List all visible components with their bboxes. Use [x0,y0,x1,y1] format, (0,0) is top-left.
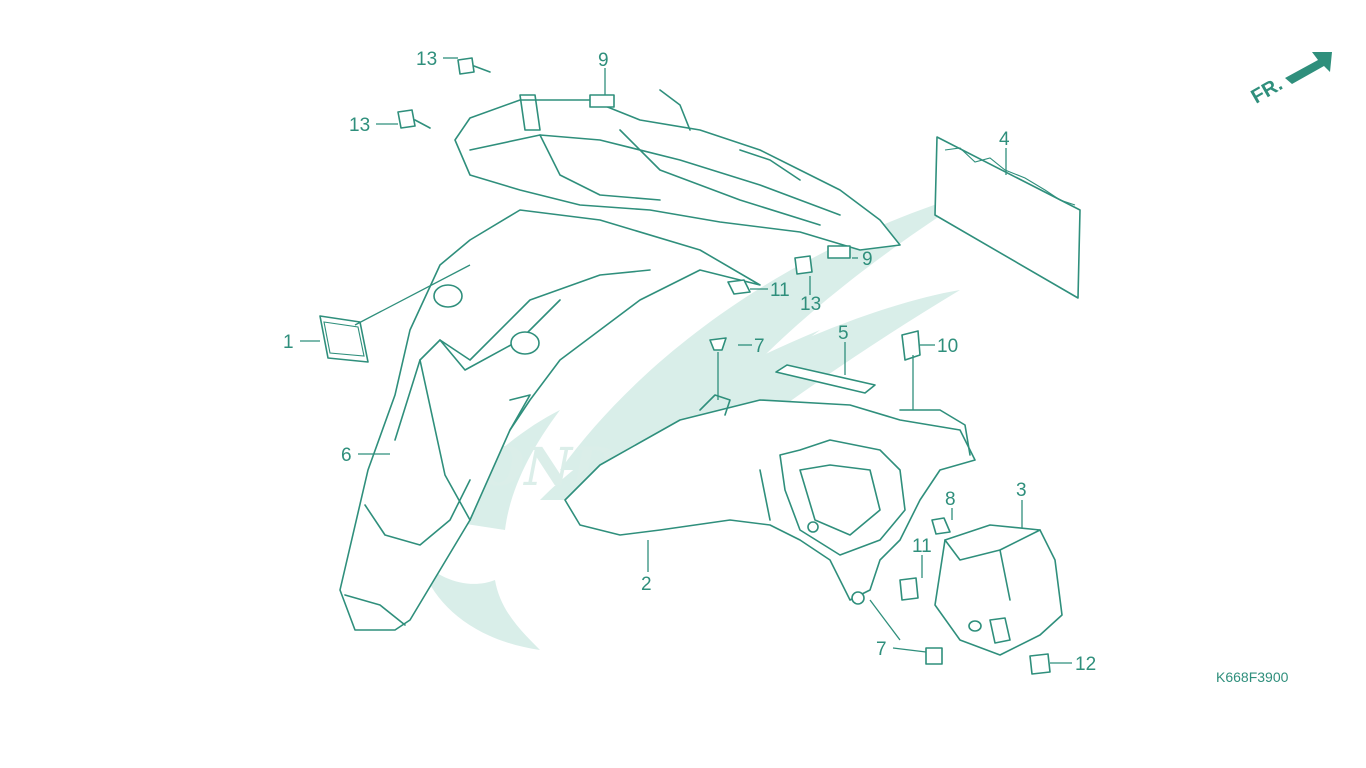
callout-12[interactable]: 12 [1075,654,1096,675]
part-clip-nut[interactable] [901,330,921,361]
callout-5[interactable]: 5 [838,323,849,344]
direction-label: FR. [1248,73,1287,108]
part-side-cover[interactable] [934,524,1063,656]
part-reflector[interactable] [319,315,369,363]
screw-8[interactable] [931,517,951,535]
callouts: 1 2 3 4 5 6 7 7 8 9 9 10 11 11 12 13 13 … [283,49,1096,675]
bolt-13-right[interactable] [794,255,813,275]
bolt-13-top[interactable] [457,57,475,75]
front-direction-marker: FR. [1248,52,1332,108]
leader-lines [300,57,1072,664]
diagram-code: K668F3900 [1216,669,1289,685]
part-mud-flap[interactable] [934,136,1081,299]
callout-7-bottom[interactable]: 7 [876,639,887,660]
screw-7-bottom[interactable] [925,647,943,665]
screw-12[interactable] [1029,653,1051,675]
callout-3[interactable]: 3 [1016,480,1027,501]
callout-11-bottom[interactable]: 11 [912,536,932,557]
screw-7-top[interactable] [709,337,727,351]
callout-6[interactable]: 6 [341,445,352,466]
callout-13-right[interactable]: 13 [800,294,821,315]
callout-13-top[interactable]: 13 [416,49,437,70]
bolt-13-left[interactable] [397,109,416,129]
callout-8[interactable]: 8 [945,489,956,510]
clip-9-top [589,94,615,108]
part-inner-fender[interactable] [564,394,976,605]
callout-7-top[interactable]: 7 [754,336,765,357]
clip-9-right [827,245,851,259]
part-upper-frame[interactable] [454,89,901,259]
callout-11-top[interactable]: 11 [770,280,790,301]
clip-11-top[interactable] [727,279,751,295]
clip-11-bottom[interactable] [899,577,919,601]
part-strip[interactable] [775,364,876,394]
fasteners [397,57,1051,675]
callout-13-left[interactable]: 13 [349,115,370,136]
callout-10[interactable]: 10 [937,336,958,357]
callout-1[interactable]: 1 [283,332,294,353]
callout-9-top[interactable]: 9 [598,50,609,71]
part-rear-fender[interactable] [339,209,761,631]
callout-9-right[interactable]: 9 [862,249,873,270]
arrow-icon [1285,52,1332,84]
callout-2[interactable]: 2 [641,574,652,595]
callout-4[interactable]: 4 [999,129,1010,150]
